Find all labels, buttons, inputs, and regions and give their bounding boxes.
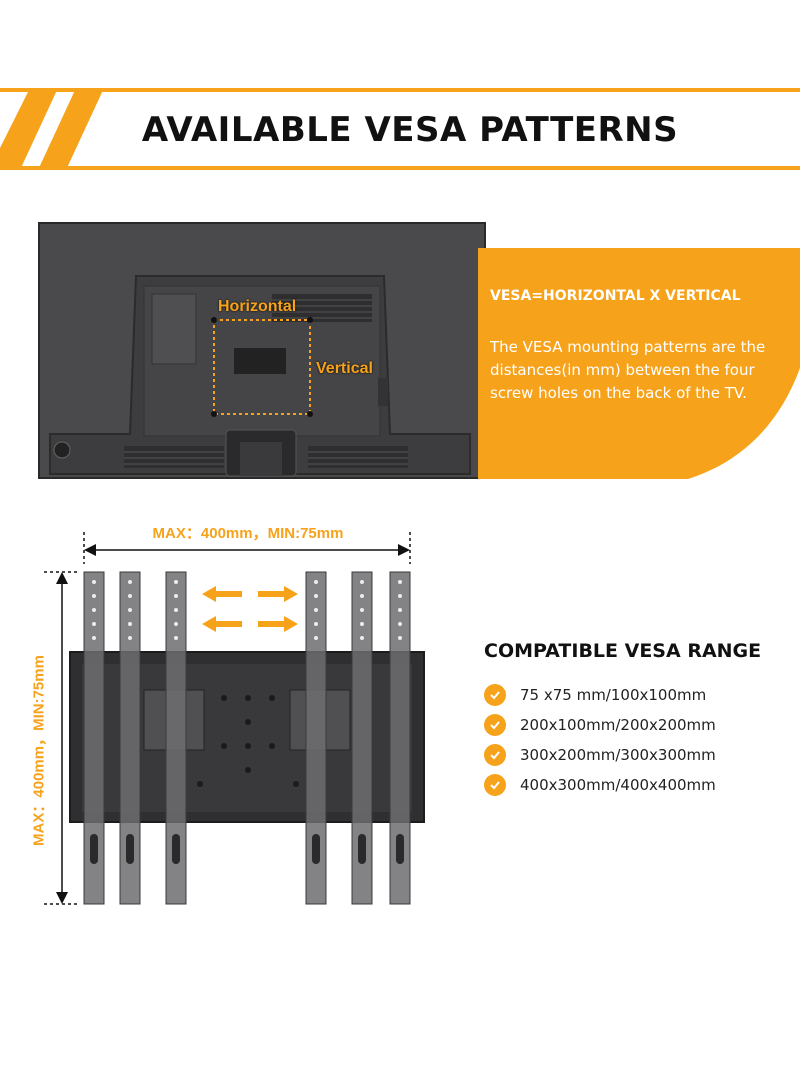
- vertical-range-text: MAX：400mm，MIN:75mm: [30, 655, 48, 846]
- compatible-item-text: 400x300mm/400x400mm: [520, 776, 716, 794]
- check-icon: [484, 774, 506, 796]
- vertical-label: Vertical: [316, 360, 373, 377]
- vesa-info-panel: VESA=HORIZONTAL X VERTICAL The VESA moun…: [478, 248, 800, 479]
- vesa-description: The VESA mounting patterns are the dista…: [490, 338, 766, 402]
- check-icon: [484, 744, 506, 766]
- horizontal-label: Horizontal: [218, 298, 297, 315]
- compatible-item-text: 300x200mm/300x300mm: [520, 746, 716, 764]
- compatible-item-text: 200x100mm/200x200mm: [520, 716, 716, 734]
- tv-diagram: Horizontal Vertical VESA=HORIZONTAL X VE…: [38, 222, 800, 479]
- list-item: 200x100mm/200x200mm: [484, 710, 794, 740]
- mount-drawing: [44, 532, 425, 905]
- check-icon: [484, 684, 506, 706]
- mount-diagram: MAX：400mm，MIN:75mm MAX：400mm，MIN:75mm: [0, 518, 800, 918]
- banner-stripes: [0, 88, 104, 170]
- list-item: 300x200mm/300x300mm: [484, 740, 794, 770]
- banner-bottom-line: [0, 166, 800, 170]
- list-item: 400x300mm/400x400mm: [484, 770, 794, 800]
- tv-back-panel: Horizontal Vertical: [38, 222, 486, 479]
- list-item: 75 x75 mm/100x100mm: [484, 680, 794, 710]
- compatible-list: 75 x75 mm/100x100mm 200x100mm/200x200mm …: [484, 680, 794, 800]
- vesa-formula: VESA=HORIZONTAL X VERTICAL: [490, 288, 741, 304]
- info-panel-shape: [478, 248, 800, 479]
- double-arrow-icon: [202, 586, 298, 632]
- tv-back-drawing: [49, 275, 471, 477]
- horizontal-range-label: MAX：400mm，MIN:75mm: [152, 525, 344, 542]
- check-icon: [484, 714, 506, 736]
- page-title: AVAILABLE VESA PATTERNS: [141, 110, 679, 150]
- compatible-title: COMPATIBLE VESA RANGE: [484, 640, 762, 662]
- compatible-item-text: 75 x75 mm/100x100mm: [520, 686, 707, 704]
- banner-top-line: [0, 88, 800, 92]
